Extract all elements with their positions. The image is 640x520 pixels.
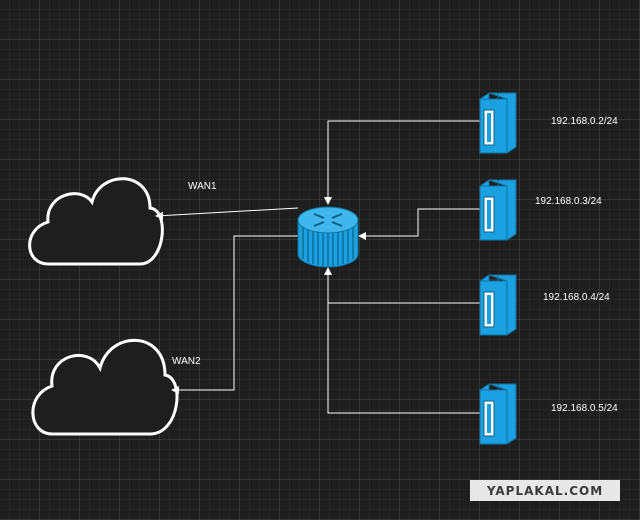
router-icon[interactable] — [297, 206, 359, 268]
watermark: YAPLAKAL.COM — [470, 480, 620, 501]
link-router-wan1 — [155, 207, 299, 220]
wan2-cloud-icon[interactable] — [31, 338, 179, 436]
server-icon[interactable] — [479, 92, 517, 154]
wan2-label: WAN2 — [172, 356, 201, 367]
wan1-cloud-icon[interactable] — [28, 177, 164, 266]
link-router-wan2 — [171, 235, 298, 394]
wan1-label: WAN1 — [188, 181, 217, 192]
server-icon[interactable] — [479, 274, 517, 336]
server-icon[interactable] — [479, 179, 517, 241]
link-host4-router — [327, 303, 480, 414]
host-ip-label: 192.168.0.3/24 — [535, 196, 602, 207]
connection-lines — [155, 120, 480, 414]
host-ip-label: 192.168.0.4/24 — [543, 292, 610, 303]
link-host3-router — [324, 267, 480, 304]
host-ip-label: 192.168.0.5/24 — [551, 403, 618, 414]
link-host1-router — [324, 120, 480, 205]
host-ip-label: 192.168.0.2/24 — [551, 116, 618, 127]
server-icon[interactable] — [479, 383, 517, 445]
link-host2-router — [358, 208, 480, 240]
